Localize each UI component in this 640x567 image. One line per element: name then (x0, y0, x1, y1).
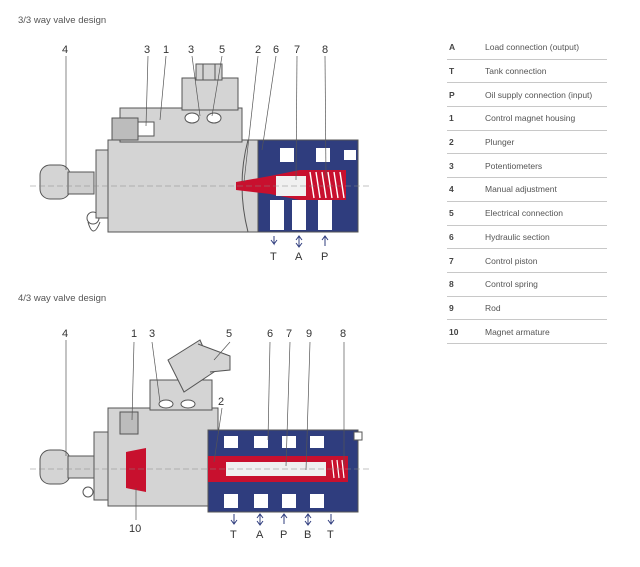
legend-row: P Oil supply connection (input) (447, 83, 607, 108)
legend-row: 4 Manual adjustment (447, 178, 607, 202)
legend-row: 7 Control piston (447, 249, 607, 273)
legend-description: Electrical connection (485, 208, 563, 219)
callout-43-1: 1 (131, 328, 137, 340)
port-43-b: B (304, 529, 311, 541)
port-arrows-43 (230, 513, 335, 526)
manual-adjustment-33 (39, 164, 101, 232)
legend-table: A Load connection (output) T Tank connectio… (447, 36, 607, 344)
legend-key: P (449, 89, 455, 100)
legend-description: Plunger (485, 137, 515, 148)
legend-row: 1 Control magnet housing (447, 107, 607, 131)
callout-33-6: 6 (273, 44, 279, 56)
callout-33-1: 1 (163, 44, 169, 56)
callout-33-3a: 3 (144, 44, 150, 56)
legend-description: Hydraulic section (485, 231, 550, 242)
callout-43-5: 5 (226, 328, 232, 340)
legend-key: 7 (449, 255, 454, 266)
legend-row: 3 Potentiometers (447, 154, 607, 179)
legend-key: 8 (449, 279, 454, 290)
legend-key: 3 (449, 160, 454, 171)
callout-43-7: 7 (286, 328, 292, 340)
legend-row: 5 Electrical connection (447, 202, 607, 226)
hydraulic-section-43 (207, 429, 363, 513)
legend-description: Oil supply connection (input) (485, 89, 593, 100)
legend-key: 4 (449, 184, 454, 195)
legend-key: 2 (449, 137, 454, 148)
legend-row: 6 Hydraulic section (447, 226, 607, 250)
legend-row: 9 Rod (447, 297, 607, 321)
callout-43-10: 10 (129, 523, 141, 535)
port-33-a: A (295, 251, 303, 263)
legend-key: 6 (449, 231, 454, 242)
port-33-p: P (321, 251, 328, 263)
legend-description: Rod (485, 302, 501, 313)
legend-key: 5 (449, 208, 454, 219)
callout-33-4: 4 (62, 44, 68, 56)
port-43-p: P (280, 529, 287, 541)
valve-43-drawing (30, 339, 370, 526)
legend-key: A (449, 42, 456, 53)
legend-description: Control spring (485, 279, 538, 290)
callout-43-8: 8 (340, 328, 346, 340)
callout-43-6: 6 (267, 328, 273, 340)
callout-33-8: 8 (322, 44, 328, 56)
callout-43-4: 4 (62, 328, 68, 340)
callout-33-3b: 3 (188, 44, 194, 56)
valve-33-drawing (30, 55, 370, 248)
port-43-t1: T (230, 529, 237, 541)
legend-key: T (449, 66, 455, 77)
legend-key: 10 (449, 326, 459, 337)
legend-description: Tank connection (485, 66, 547, 77)
magnet-housing-43 (93, 339, 231, 507)
port-43-a: A (256, 529, 264, 541)
manual-adjustment-43 (39, 449, 95, 498)
legend-row: A Load connection (output) (447, 36, 607, 60)
legend-row: 2 Plunger (447, 131, 607, 155)
callout-33-5: 5 (219, 44, 225, 56)
magnet-housing-33 (95, 63, 249, 233)
legend-description: Magnet armature (485, 326, 550, 337)
callout-33-2: 2 (255, 44, 261, 56)
legend-key: 1 (449, 113, 454, 124)
callout-33-7: 7 (294, 44, 300, 56)
port-43-t2: T (327, 529, 334, 541)
legend-row: 10 Magnet armature (447, 320, 607, 344)
legend-row: 8 Control spring (447, 273, 607, 297)
legend-key: 9 (449, 302, 454, 313)
callout-43-2: 2 (218, 396, 224, 408)
section-title-33: 3/3 way valve design (18, 15, 107, 26)
legend-description: Potentiometers (485, 160, 543, 171)
callout-43-9: 9 (306, 328, 312, 340)
legend-row: T Tank connection (447, 60, 607, 84)
legend-description: Control piston (485, 255, 538, 266)
callout-43-3: 3 (149, 328, 155, 340)
legend-description: Manual adjustment (485, 184, 557, 195)
valve-diagrams: 4 3 1 3 5 2 6 7 8 T A P 4 1 3 5 6 7 9 8 … (30, 44, 370, 541)
port-33-t: T (270, 251, 277, 263)
section-title-43: 4/3 way valve design (18, 293, 107, 304)
legend-description: Load connection (output) (485, 42, 580, 53)
port-arrows-33 (270, 235, 329, 248)
legend-description: Control magnet housing (485, 113, 576, 124)
